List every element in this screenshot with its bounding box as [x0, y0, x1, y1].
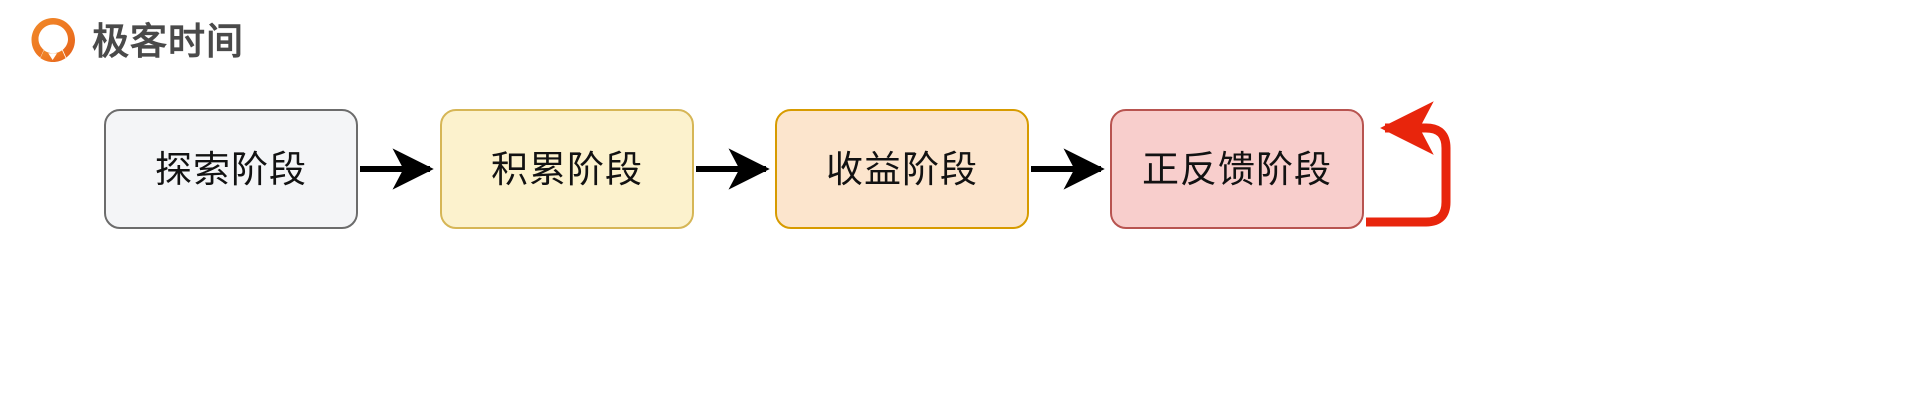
flow-node-revenue[interactable]: 收益阶段 — [775, 109, 1029, 229]
brand-logo: 极客时间 — [28, 16, 244, 66]
flow-node-feedback-label: 正反馈阶段 — [1142, 147, 1332, 191]
geektime-logo-icon — [31, 18, 75, 62]
flow-node-accumulate-label: 积累阶段 — [491, 147, 643, 191]
flow-node-explore[interactable]: 探索阶段 — [104, 109, 358, 229]
edge-feedback-self-loop — [1366, 101, 1451, 227]
brand-name: 极客时间 — [92, 19, 244, 63]
flow-node-explore-label: 探索阶段 — [155, 147, 307, 191]
flow-node-accumulate[interactable]: 积累阶段 — [440, 109, 694, 229]
flow-node-feedback[interactable]: 正反馈阶段 — [1110, 109, 1364, 229]
flow-node-revenue-label: 收益阶段 — [826, 147, 978, 191]
